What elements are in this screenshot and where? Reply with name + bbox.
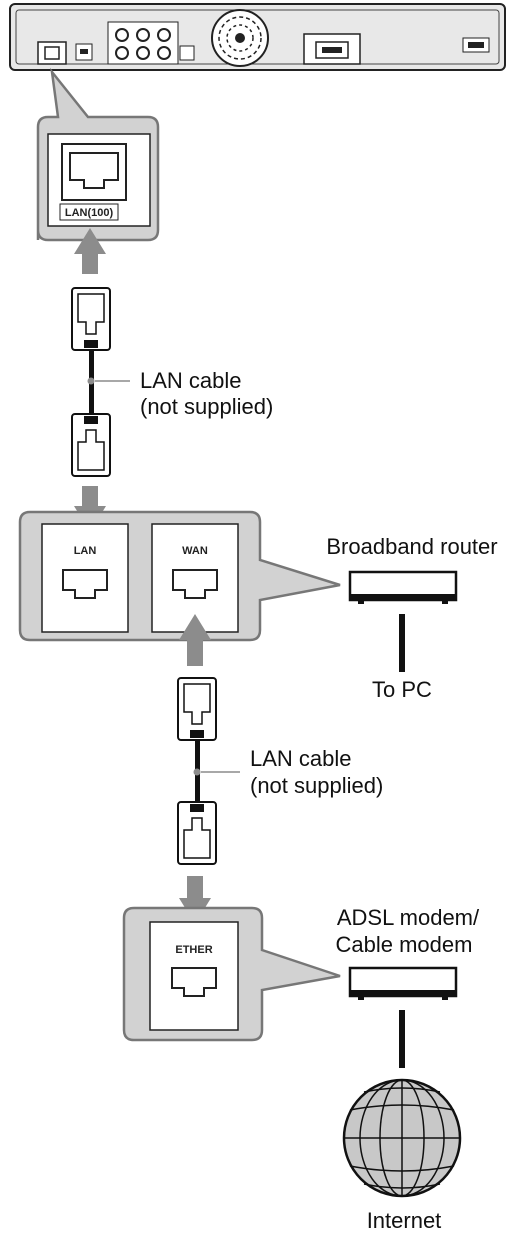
router-box-icon (348, 570, 458, 604)
rj45-plug-icon (177, 801, 217, 865)
rear-power-inlet-icon (303, 33, 361, 65)
player-lan-port-callout: LAN(100) (36, 67, 160, 242)
modem-port-callout: ETHER (122, 906, 341, 1042)
lan100-port-icon (61, 143, 127, 201)
router-wan-port-icon (172, 569, 218, 599)
modem-label-line2: Cable modem (336, 932, 473, 957)
lan-cable-bottom-label: LAN cable (250, 746, 352, 771)
modem-device: ADSL modem/ Cable modem (336, 905, 480, 1068)
rj45-plug-icon (71, 287, 111, 351)
rear-hdmi-port-icon (462, 37, 490, 53)
lan-cable-bottom-note: (not supplied) (250, 773, 383, 798)
router-ports-callout: LAN WAN (18, 510, 341, 642)
lan-cable-bottom: LAN cable (not supplied) (177, 677, 383, 865)
router-pc-cable (399, 614, 405, 672)
modem-internet-cable (399, 1010, 405, 1068)
internet-globe-icon (342, 1078, 462, 1198)
modem-ether-port-label: ETHER (175, 944, 212, 956)
modem-label-line1: ADSL modem/ (337, 905, 480, 930)
lan-cable-top: LAN cable (not supplied) (71, 287, 273, 477)
lan100-port-label: LAN(100) (65, 207, 114, 219)
modem-box-icon (348, 966, 458, 1000)
router-lan-port-label: LAN (74, 545, 97, 557)
rear-small-jack-icon (179, 45, 195, 61)
rear-usb-port-icon (75, 43, 93, 61)
internet-label: Internet (367, 1208, 442, 1233)
player-rear-panel (9, 3, 506, 71)
arrow-up-to-router-wan (179, 614, 211, 666)
broadband-router: Broadband router To PC (326, 534, 497, 702)
to-pc-label: To PC (372, 677, 432, 702)
rj45-plug-icon (177, 677, 217, 741)
modem-ether-port-icon (171, 967, 217, 997)
router-wan-port-label: WAN (182, 545, 208, 557)
rear-lan-port-icon (37, 41, 67, 65)
router-lan-port-icon (62, 569, 108, 599)
rj45-plug-icon (71, 413, 111, 477)
rear-fan-vent-icon (211, 9, 269, 67)
lan-cable-top-note: (not supplied) (140, 394, 273, 419)
rear-av-jacks-icon (107, 21, 179, 65)
broadband-router-label: Broadband router (326, 534, 497, 559)
lan-cable-top-label: LAN cable (140, 368, 242, 393)
arrow-up-to-player (74, 228, 106, 274)
